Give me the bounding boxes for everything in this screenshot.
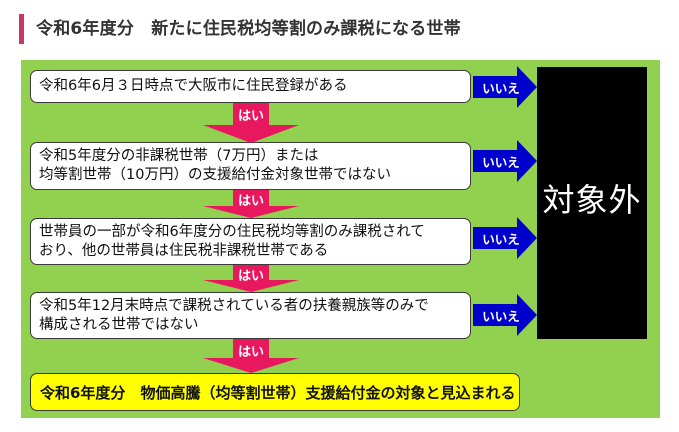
yes-arrow-1: はい bbox=[181, 103, 321, 143]
yes-label: はい bbox=[237, 194, 264, 209]
yes-label: はい bbox=[237, 269, 264, 284]
step-2-box: 令和5年度分の非課税世帯（7万円）または 均等割世帯（10万円）の支援給付金対象… bbox=[30, 142, 471, 190]
down-arrow-icon bbox=[203, 265, 299, 292]
step-3-text-line-2: おり、他の世帯員は住民税非課税世帯である bbox=[39, 242, 329, 259]
no-label: いいえ bbox=[482, 155, 520, 170]
excluded-label: 対象外 bbox=[542, 181, 642, 219]
yes-arrow-3: はい bbox=[181, 265, 321, 292]
no-arrow-1: いいえ bbox=[473, 66, 539, 108]
excluded-box: 対象外 bbox=[537, 67, 647, 339]
no-arrow-3: いいえ bbox=[473, 217, 539, 259]
step-1-box: 令和6年6月３日時点で大阪市に住民登録がある bbox=[30, 70, 471, 103]
title-accent-bar bbox=[19, 14, 24, 44]
step-4-box: 令和5年12月末時点で課税されている者の扶養親族等のみで 構成される世帯ではない bbox=[30, 292, 471, 339]
yes-label: はい bbox=[237, 345, 264, 360]
down-arrow-icon bbox=[203, 339, 299, 373]
no-arrow-2: いいえ bbox=[473, 140, 539, 182]
step-2-text-line-2: 均等割世帯（10万円）の支援給付金対象世帯ではない bbox=[39, 167, 391, 183]
no-label: いいえ bbox=[482, 81, 520, 96]
step-4-text-line-2: 構成される世帯ではない bbox=[39, 316, 199, 333]
no-label: いいえ bbox=[482, 232, 520, 247]
step-2-text-line-1: 令和5年度分の非課税世帯（7万円）または bbox=[39, 148, 319, 164]
yes-arrow-4: はい bbox=[181, 339, 321, 373]
yes-arrow-2: はい bbox=[181, 190, 321, 218]
right-arrow-icon bbox=[473, 217, 537, 259]
yes-label: はい bbox=[237, 109, 264, 124]
right-arrow-icon bbox=[473, 294, 537, 336]
result-box: 令和6年度分 物価高騰（均等割世帯）支援給付金の対象と見込まれる bbox=[30, 373, 520, 411]
step-3-text-line-1: 世帯員の一部が令和6年度分の住民税均等割のみ課税されて bbox=[39, 223, 425, 240]
down-arrow-icon bbox=[203, 103, 299, 143]
right-arrow-icon bbox=[473, 66, 537, 108]
step-3-box: 世帯員の一部が令和6年度分の住民税均等割のみ課税されて おり、他の世帯員は住民税… bbox=[30, 218, 471, 265]
right-arrow-icon bbox=[473, 140, 537, 182]
no-arrow-4: いいえ bbox=[473, 294, 539, 336]
page-title: 令和6年度分 新たに住民税均等割のみ課税になる世帯 bbox=[36, 19, 461, 39]
down-arrow-icon bbox=[203, 190, 299, 218]
step-1-text: 令和6年6月３日時点で大阪市に住民登録がある bbox=[39, 78, 348, 94]
no-label: いいえ bbox=[482, 309, 520, 324]
step-4-text-line-1: 令和5年12月末時点で課税されている者の扶養親族等のみで bbox=[39, 297, 429, 314]
